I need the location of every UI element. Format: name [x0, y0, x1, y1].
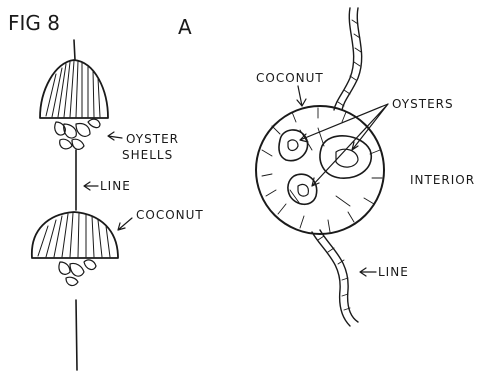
coconut-sphere [256, 106, 384, 234]
right-line-annotation: LINE [360, 265, 409, 279]
oyster-shells-arrow [108, 132, 122, 140]
oyster-shells-label-line1: OYSTER [126, 132, 179, 146]
oysters-label: OYSTERS [392, 97, 454, 111]
right-coconut-arrow [297, 86, 306, 106]
figure-number: FIG 8 [8, 11, 60, 35]
left-coconut-arrow [118, 218, 132, 230]
oyster-2 [320, 136, 371, 178]
right-interior-assembly: COCONUT OYSTERS INTERIOR LINE [256, 8, 475, 326]
left-line-annotation: LINE [84, 179, 131, 193]
left-hanging-assembly: OYSTER SHELLS LINE COCONUT [32, 40, 204, 370]
interior-label: INTERIOR [410, 173, 475, 187]
bottom-rope [312, 230, 358, 326]
right-coconut-label: COCONUT [256, 71, 324, 85]
oyster-shells-label-line2: SHELLS [122, 148, 173, 162]
right-line-arrow [360, 268, 376, 276]
right-coconut-annotation: COCONUT [256, 71, 324, 106]
left-coconut-label: COCONUT [136, 208, 204, 222]
top-coconut [40, 60, 108, 149]
left-line-arrow [84, 182, 98, 190]
left-coconut-annotation: COCONUT [118, 208, 204, 230]
panel-label: A [178, 15, 192, 39]
bottom-coconut [32, 212, 118, 285]
oyster-1 [279, 130, 308, 161]
left-line-label: LINE [100, 179, 131, 193]
oyster-shells-annotation: OYSTER SHELLS [108, 132, 179, 162]
right-line-label: LINE [378, 265, 409, 279]
oyster-3 [288, 174, 317, 204]
